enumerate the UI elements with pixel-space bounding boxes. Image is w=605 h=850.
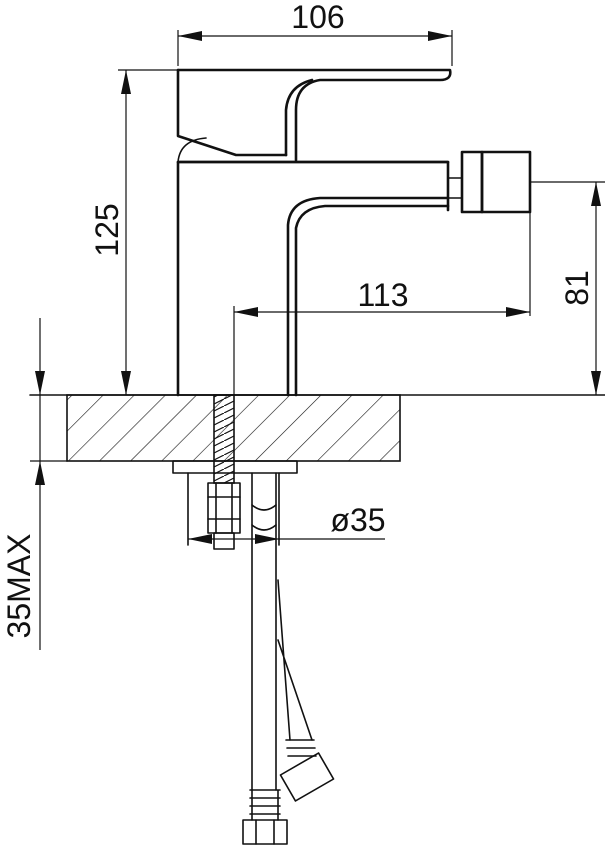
label-125: 125 bbox=[89, 203, 125, 256]
threaded-mounting-rod bbox=[172, 394, 298, 550]
dimension-height-81: 81 bbox=[530, 181, 605, 395]
dimension-height-125: 125 bbox=[89, 69, 178, 395]
dimension-reach-113: 113 bbox=[233, 212, 531, 395]
label-113: 113 bbox=[357, 277, 408, 313]
diverter-knob bbox=[447, 150, 532, 214]
supply-hose-bent bbox=[277, 579, 335, 802]
countertop-section bbox=[29, 394, 605, 462]
label-35max: 35MAX bbox=[1, 534, 37, 639]
dimension-deck-35max: 35MAX bbox=[1, 318, 68, 650]
faucet-body bbox=[176, 160, 450, 397]
dimension-width-106: 106 bbox=[177, 0, 453, 66]
label-35: ø35 bbox=[330, 502, 385, 538]
supply-hose-straight bbox=[242, 472, 288, 845]
label-106: 106 bbox=[291, 0, 344, 35]
lever-handle bbox=[176, 68, 452, 163]
label-81: 81 bbox=[559, 270, 595, 306]
dimension-diameter-35: ø35 bbox=[188, 502, 386, 544]
